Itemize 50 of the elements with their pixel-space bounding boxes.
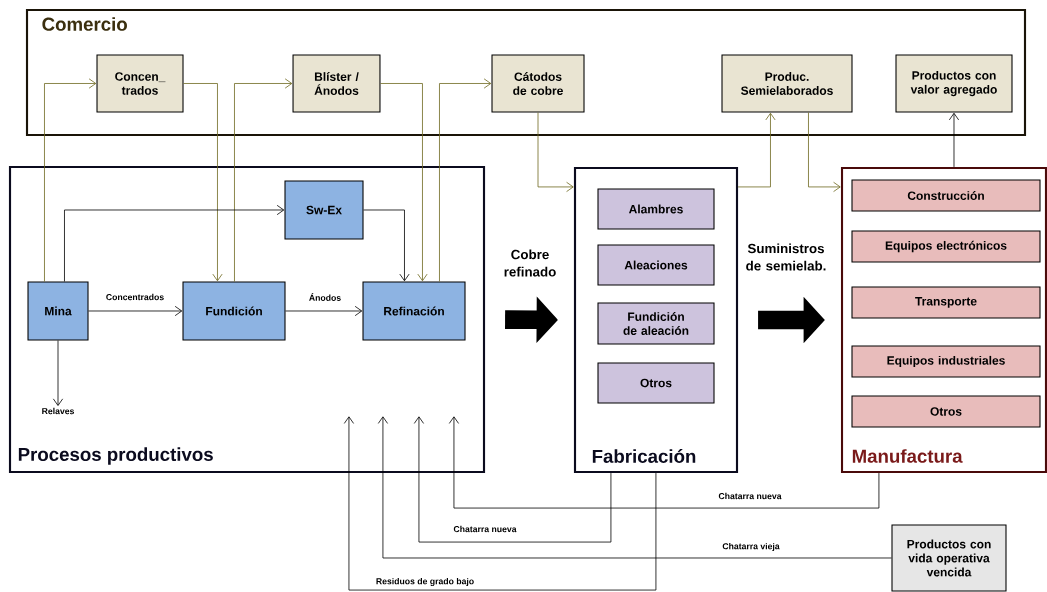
arrow	[377, 416, 892, 559]
edge-label: Chatarra vieja	[721, 541, 781, 553]
arrow	[448, 416, 880, 509]
section-title: Procesos productivos	[18, 447, 213, 465]
arrow	[537, 112, 574, 192]
process-box: Fundición	[182, 281, 286, 341]
arrow	[380, 83, 428, 282]
edge-label: Residuos de grado bajo	[374, 576, 476, 588]
process-box: Sw-Ex	[284, 180, 364, 240]
arrow	[44, 78, 97, 282]
process-box: Alambres	[597, 188, 715, 230]
process-box: Otros	[597, 362, 715, 404]
arrow	[343, 416, 657, 591]
arrow	[808, 112, 841, 192]
arrow	[948, 112, 960, 168]
edge-label: Concentrados	[104, 292, 166, 302]
edge-label: Suministros de semielab.	[746, 243, 826, 271]
edge-label: Chatarra nueva	[717, 491, 783, 501]
arrow	[64, 204, 285, 282]
arrow	[285, 305, 363, 317]
process-box: Produc. Semielaborados	[721, 54, 853, 113]
process-box: Equipos industriales	[851, 345, 1041, 378]
process-box: Concen_ trados	[96, 54, 184, 113]
arrow	[52, 340, 64, 406]
process-box: Aleaciones	[597, 244, 715, 286]
process-box: Otros	[851, 395, 1041, 428]
process-box: Blíster / Ánodos	[292, 54, 381, 113]
process-box: Fundición de aleación	[597, 302, 715, 345]
edge-label: Chatarra nueva	[452, 524, 518, 534]
section-title: Fabricación	[592, 449, 696, 463]
arrow	[183, 83, 223, 282]
process-box: Cátodos de cobre	[491, 54, 585, 113]
output-label: Relaves	[42, 407, 74, 415]
edge-label: Cobre refinado	[504, 249, 556, 277]
process-box: Equipos electrónicos	[851, 230, 1041, 263]
edge-label: Ánodos	[307, 291, 343, 303]
process-box: Refinación	[362, 281, 466, 341]
arrow	[439, 78, 492, 282]
process-box: Construcción	[851, 179, 1041, 212]
process-box: Mina	[27, 281, 89, 341]
section-title: Manufactura	[852, 449, 963, 463]
arrow	[363, 209, 410, 282]
process-box: Transporte	[851, 286, 1041, 319]
process-box: Productos con vida operativa vencida	[891, 524, 1007, 592]
arrow	[737, 112, 776, 188]
arrow	[88, 305, 183, 317]
arrow	[234, 78, 293, 282]
process-box: Productos con valor agregado	[895, 54, 1013, 113]
section-title: Comercio	[42, 17, 127, 31]
arrow	[413, 416, 612, 543]
